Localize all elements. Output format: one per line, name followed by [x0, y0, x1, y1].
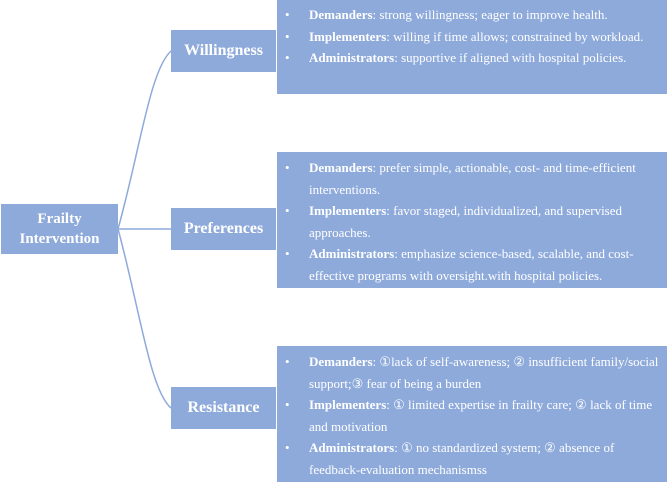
bullet-icon: • [285, 440, 290, 455]
item-text: : ① no standardized system; ② absence of… [309, 440, 615, 477]
category-preferences: Preferences [171, 208, 276, 250]
bullet-icon: • [285, 7, 290, 22]
root-label-line2: Intervention [19, 231, 100, 247]
item-text: : prefer simple, actionable, cost- and t… [309, 160, 636, 197]
bullet-icon: • [285, 397, 290, 412]
root-label-line1: Frailty [37, 211, 82, 227]
list-item: • Implementers: ① limited expertise in fr… [283, 394, 659, 437]
connector-resistance [117, 228, 172, 409]
category-resistance: Resistance [171, 387, 276, 429]
role-label: Administrators [309, 50, 395, 65]
list-item: • Demanders: prefer simple, actionable, c… [283, 157, 659, 200]
role-label: Demanders [309, 354, 373, 369]
item-text: : willing if time allows; constrained by… [386, 28, 644, 44]
item-text: : strong willingness; eager to improve h… [372, 7, 608, 22]
item-text: : favor staged, individualized, and supe… [309, 203, 623, 240]
role-label: Implementers [309, 203, 387, 218]
bullet-icon: • [285, 203, 290, 218]
list-item: • Demanders: strong willingness; eager to… [283, 4, 659, 26]
category-willingness: Willingness [171, 30, 276, 72]
list-item: • Implementers: willing if time allows; c… [283, 26, 659, 48]
item-text: : supportive if aligned with hospital po… [394, 50, 627, 65]
bullet-icon: • [285, 28, 290, 44]
bullet-icon: • [285, 160, 290, 175]
item-text: : emphasize science-based, scalable, and… [309, 246, 634, 283]
detail-box-willingness: • Demanders: strong willingness; eager to… [277, 0, 667, 94]
role-label: Administrators [309, 440, 395, 455]
list-item: • Administrators: ① no standardized syste… [283, 437, 659, 480]
list-item: • Demanders: ①lack of self-awareness; ② i… [283, 351, 659, 394]
detail-box-preferences: • Demanders: prefer simple, actionable, c… [277, 152, 667, 288]
item-text: : ① limited expertise in frailty care; ②… [309, 397, 653, 434]
role-label: Administrators [309, 246, 395, 261]
list-item: • Administrators: supportive if aligned w… [283, 47, 659, 69]
role-label: Implementers [309, 397, 387, 412]
connector-willingness [117, 50, 172, 230]
list-item: • Implementers: favor staged, individuali… [283, 200, 659, 243]
role-label: Demanders [309, 7, 373, 22]
role-label: Demanders [309, 160, 373, 175]
detail-box-resistance: • Demanders: ①lack of self-awareness; ② i… [277, 346, 667, 482]
bullet-icon: • [285, 354, 290, 369]
role-label: Implementers [309, 28, 387, 44]
bullet-icon: • [285, 50, 290, 65]
list-item: • Administrators: emphasize science-based… [283, 243, 659, 286]
item-text: : ①lack of self-awareness; ② insufficien… [309, 354, 659, 391]
bullet-icon: • [285, 246, 290, 261]
root-node: Frailty Intervention [1, 204, 118, 254]
